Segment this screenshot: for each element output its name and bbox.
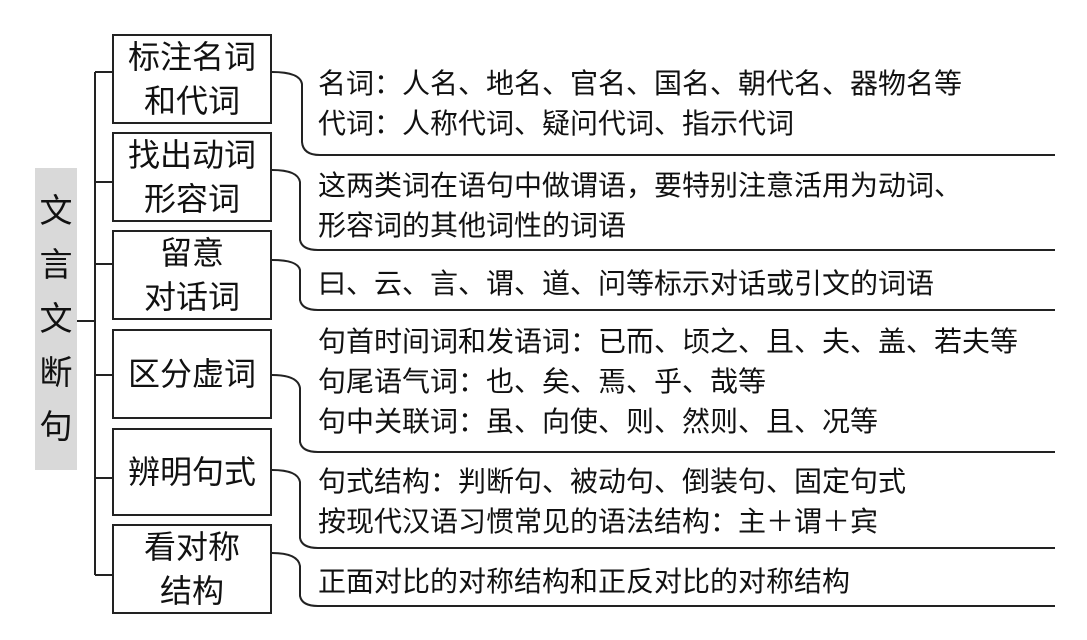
branch-node-1: 标注名词 和代词 bbox=[112, 34, 272, 124]
brace-1 bbox=[271, 71, 1055, 156]
brace-2 bbox=[271, 169, 1055, 251]
detail-line: 句首时间词和发语词：已而、顷之、且、夫、盖、若夫等 bbox=[318, 325, 1019, 358]
branch-node-4: 区分虚词 bbox=[112, 329, 272, 419]
detail-line: 句式结构：判断句、被动句、倒装句、固定句式 bbox=[318, 465, 907, 498]
branch-title-line: 找出动词 bbox=[127, 136, 256, 174]
branch-title-line: 看对称 bbox=[143, 528, 240, 566]
branch-detail-1: 名词：人名、地名、官名、国名、朝代名、器物名等 代词：人称代词、疑问代词、指示代… bbox=[318, 64, 962, 144]
branch-title-line: 留意 bbox=[159, 234, 224, 272]
detail-line: 这两类词在语句中做谓语，要特别注意活用为动词、 bbox=[318, 169, 963, 202]
detail-line: 句尾语气词：也、矣、焉、乎、哉等 bbox=[318, 365, 767, 398]
brace-4 bbox=[271, 374, 1055, 453]
branch-title-line: 辨明句式 bbox=[127, 453, 256, 491]
branch-title-line: 区分虚词 bbox=[127, 355, 256, 393]
branch-title-line: 形容词 bbox=[143, 180, 240, 218]
root-char: 言 bbox=[39, 245, 73, 284]
branch-detail-3: 曰、云、言、谓、道、问等标示对话或引文的词语 bbox=[318, 264, 934, 304]
branch-node-2: 找出动词 形容词 bbox=[112, 132, 272, 222]
branch-title-line: 结构 bbox=[159, 572, 224, 610]
detail-line: 曰、云、言、谓、道、问等标示对话或引文的词语 bbox=[318, 267, 935, 300]
root-char: 句 bbox=[39, 407, 73, 446]
detail-line: 按现代汉语习惯常见的语法结构：主＋谓＋宾 bbox=[318, 505, 879, 538]
branch-detail-4: 句首时间词和发语词：已而、顷之、且、夫、盖、若夫等 句尾语气词：也、矣、焉、乎、… bbox=[318, 322, 1018, 442]
branch-title-line: 对话词 bbox=[143, 278, 240, 316]
root-node: 文 言 文 断 句 bbox=[35, 168, 77, 470]
detail-line: 形容词的其他词性的词语 bbox=[318, 209, 627, 242]
detail-line: 正面对比的对称结构和正反对比的对称结构 bbox=[318, 565, 851, 598]
branch-title-line: 和代词 bbox=[143, 82, 240, 120]
root-char: 文 bbox=[39, 191, 73, 230]
detail-line: 代词：人称代词、疑问代词、指示代词 bbox=[318, 107, 795, 140]
branch-title-line: 标注名词 bbox=[127, 38, 256, 76]
branch-detail-6: 正面对比的对称结构和正反对比的对称结构 bbox=[318, 562, 850, 602]
brace-5 bbox=[271, 469, 1055, 549]
root-char: 文 bbox=[39, 299, 73, 338]
brace-6 bbox=[271, 552, 1055, 607]
brace-3 bbox=[271, 259, 1055, 311]
detail-line: 名词：人名、地名、官名、国名、朝代名、器物名等 bbox=[318, 67, 963, 100]
detail-line: 句中关联词：虽、向使、则、然则、且、况等 bbox=[318, 405, 879, 438]
branch-node-5: 辨明句式 bbox=[112, 428, 272, 516]
branch-detail-2: 这两类词在语句中做谓语，要特别注意活用为动词、 形容词的其他词性的词语 bbox=[318, 166, 962, 246]
branch-detail-5: 句式结构：判断句、被动句、倒装句、固定句式 按现代汉语习惯常见的语法结构：主＋谓… bbox=[318, 462, 906, 542]
branch-node-3: 留意 对话词 bbox=[112, 230, 272, 320]
branch-node-6: 看对称 结构 bbox=[112, 524, 272, 614]
root-char: 断 bbox=[39, 353, 73, 392]
